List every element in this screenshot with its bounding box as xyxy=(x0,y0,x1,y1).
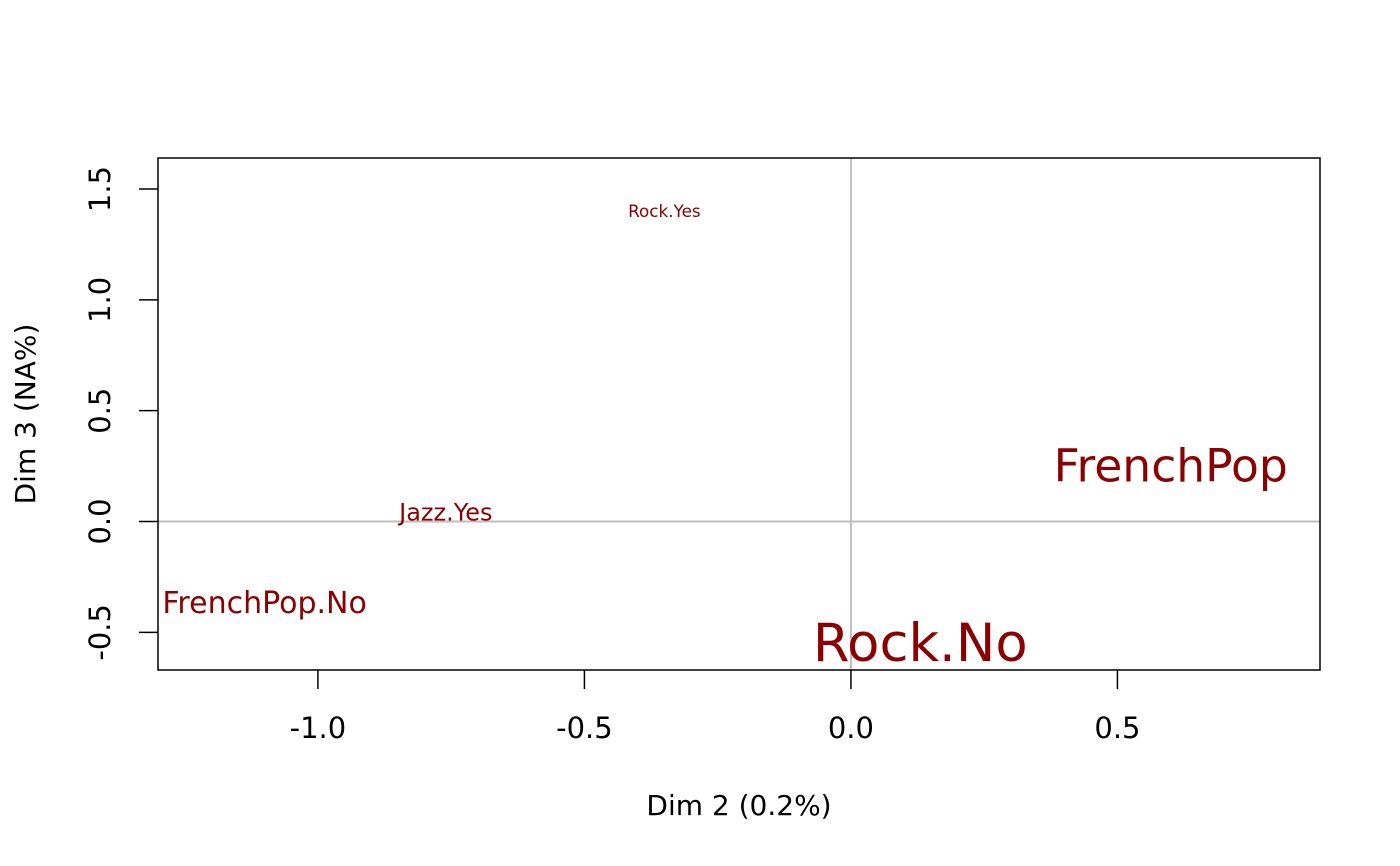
x-axis: -1.0 -0.5 0.0 0.5 xyxy=(290,670,1141,745)
point-label: Rock.Yes xyxy=(628,201,701,221)
reference-lines xyxy=(158,158,1320,670)
plot-frame xyxy=(157,157,1321,671)
y-tick-label: 1.0 xyxy=(83,277,117,323)
x-axis-title: Dim 2 (0.2%) xyxy=(646,789,831,822)
point-label: Rock.No xyxy=(813,613,1028,674)
point-label: FrenchPop xyxy=(1054,440,1288,493)
point-label: FrenchPop.No xyxy=(162,586,366,621)
x-tick-label: -1.0 xyxy=(290,711,347,745)
x-tick-label: 0.0 xyxy=(828,711,874,745)
x-tick-label: 0.5 xyxy=(1094,711,1140,745)
y-axis: -0.5 0.0 0.5 1.0 1.5 xyxy=(83,166,158,661)
point-label: Jazz.Yes xyxy=(397,499,492,527)
x-tick-label: -0.5 xyxy=(556,711,613,745)
y-tick-label: 0.0 xyxy=(83,498,117,544)
y-tick-label: 0.5 xyxy=(83,388,117,434)
y-axis-title: Dim 3 (NA%) xyxy=(9,324,42,505)
y-tick-label: -0.5 xyxy=(83,604,117,661)
y-tick-label: 1.5 xyxy=(83,166,117,212)
